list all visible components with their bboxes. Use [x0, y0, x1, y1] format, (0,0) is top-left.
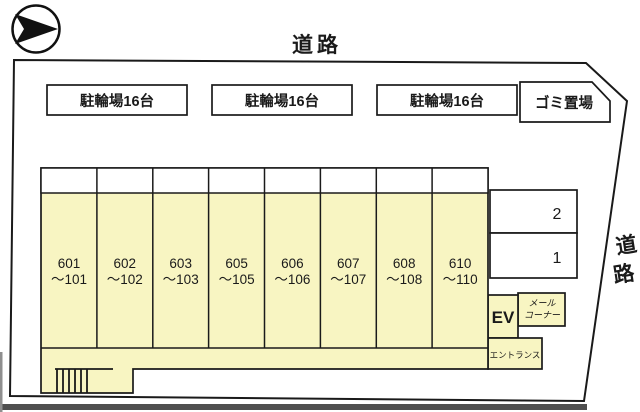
entrance-box: エントランス [487, 337, 543, 370]
room-label: 608 [393, 256, 416, 271]
mail-corner-label-line2: コーナー [524, 310, 561, 320]
road-label-right: 道 路 [611, 232, 638, 288]
road-edge-bar [0, 404, 587, 410]
room-label: 〜107 [330, 272, 366, 287]
parking-stall-1: 1 [489, 232, 578, 279]
garbage-area-label: ゴミ置場 [535, 94, 593, 112]
bike-parking-label: 駐輪場16台 [410, 92, 484, 110]
bike-parking-box-2: 駐輪場16台 [211, 84, 353, 116]
room-label: 〜110 [443, 272, 478, 287]
room-label: 601 [58, 256, 81, 271]
left-edge-line [0, 352, 3, 412]
room-label: 〜101 [51, 272, 87, 287]
parking-stall-number: 2 [553, 206, 562, 223]
road-label-top: 道路 [292, 33, 342, 57]
room-label: 602 [114, 256, 137, 271]
road-label-right-char2: 路 [611, 261, 636, 288]
building-block: 601 〜101 602 〜102 603 〜103 605 〜105 606 … [40, 167, 489, 394]
stairs-icon [55, 368, 113, 393]
room-label: 607 [337, 256, 360, 271]
bike-parking-label: 駐輪場16台 [80, 92, 154, 110]
north-arrow-icon [11, 4, 61, 54]
bike-parking-box-1: 駐輪場16台 [46, 84, 188, 116]
room-label: 〜102 [107, 272, 143, 287]
room-label: 〜106 [274, 272, 310, 287]
garbage-area-box: ゴミ置場 [519, 81, 611, 123]
room-label: 603 [169, 256, 192, 271]
room-label: 〜108 [386, 272, 422, 287]
room-label: 605 [225, 256, 248, 271]
road-label-right-char1: 道 [614, 232, 638, 259]
elevator-label: EV [492, 308, 515, 327]
room-label: 〜105 [219, 272, 255, 287]
elevator-box: EV [487, 294, 519, 339]
parking-stall-number: 1 [553, 250, 562, 267]
entrance-label: エントランス [490, 350, 541, 360]
mail-corner-box: メール コーナー [517, 292, 566, 327]
room-labels: 601 〜101 602 〜102 603 〜103 605 〜105 606 … [51, 256, 478, 287]
parking-stall-2: 2 [489, 189, 578, 234]
room-label: 610 [449, 256, 472, 271]
room-dividers [96, 168, 433, 348]
room-label: 606 [281, 256, 304, 271]
bike-parking-label: 駐輪場16台 [245, 92, 319, 110]
room-label: 〜103 [163, 272, 199, 287]
mail-corner-label-line1: メール [528, 298, 556, 308]
bike-parking-box-3: 駐輪場16台 [376, 84, 518, 116]
